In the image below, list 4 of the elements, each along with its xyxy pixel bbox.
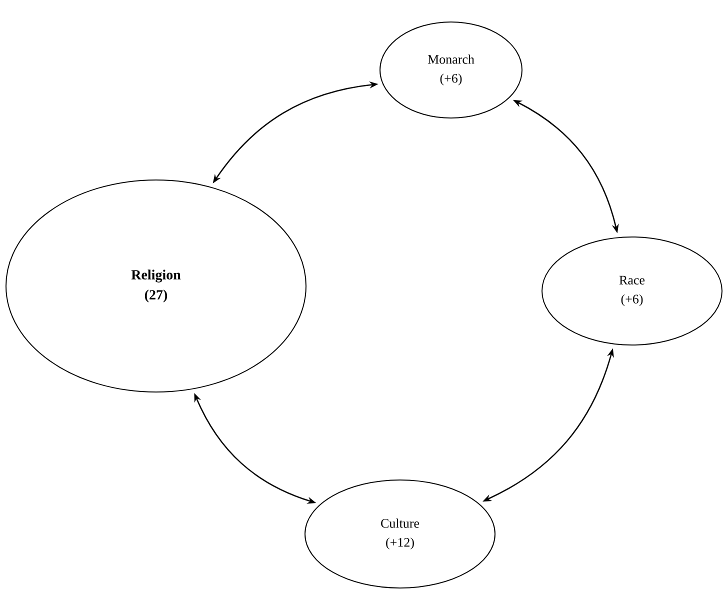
ellipse-node: Culture (+12)	[304, 480, 496, 588]
ellipse-node: Race (+6)	[542, 236, 722, 346]
ellipse-node: Religion (27)	[6, 180, 306, 392]
ellipse-node: Monarch (+6)	[380, 22, 522, 118]
